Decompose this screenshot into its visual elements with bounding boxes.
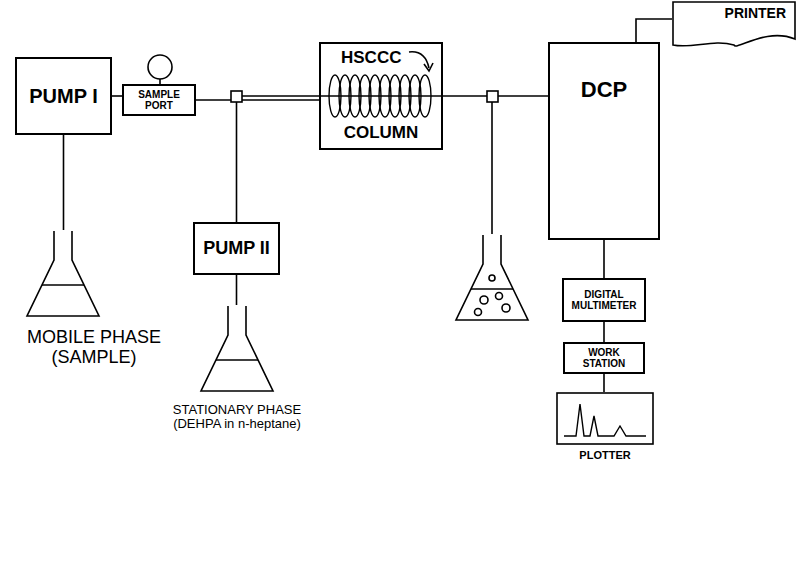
plotter-screen [556, 392, 654, 445]
coil-winding [419, 75, 431, 117]
reservoir-flask: STATIONARY PHASE (DEHPA in n-heptane) [150, 305, 324, 432]
liquid-level [42, 284, 84, 286]
reservoir-flask: MOBILE PHASE (SAMPLE) [2, 230, 186, 368]
caption-label: STATIONARY PHASE (DEHPA in n-heptane) [150, 403, 324, 432]
process-box: DCP [548, 42, 660, 240]
box-label: PRINTER [725, 6, 786, 21]
liquid-level [471, 288, 513, 290]
box-label: DIGITAL MULTIMETER [569, 289, 639, 311]
box-label: SAMPLE PORT [131, 89, 187, 111]
caption-label: PLOTTER [556, 449, 654, 461]
sample-loop [148, 55, 172, 79]
printer-paper [673, 2, 795, 46]
waste-flask [456, 235, 528, 320]
tubing-line [603, 240, 605, 278]
liquid-level [216, 359, 258, 361]
caption-label: MOBILE PHASE (SAMPLE) [2, 328, 186, 368]
process-box: PUMP II [193, 222, 280, 275]
process-box: HSCCC COLUMN [319, 42, 443, 150]
box-label: PUMP I [29, 85, 98, 107]
tee-junction [487, 91, 498, 102]
box-label: COLUMN [344, 124, 419, 143]
bubble [475, 309, 482, 316]
tee-junction [231, 91, 242, 102]
tubing-line [112, 95, 122, 97]
box-label: PUMP II [203, 239, 270, 259]
bubble [496, 293, 503, 300]
process-box: DIGITAL MULTIMETER [562, 278, 646, 322]
bubble [480, 296, 488, 304]
tubing-line [236, 275, 238, 305]
process-box: SAMPLE PORT [122, 84, 196, 116]
bubble [489, 275, 495, 281]
tubing-line [63, 135, 65, 230]
process-box: PUMP I [15, 57, 112, 135]
tubing-line [196, 99, 319, 101]
flask-outline [27, 231, 99, 316]
box-label: WORK STATION [569, 347, 639, 369]
bubble [502, 304, 510, 312]
flask-drawing [25, 230, 101, 318]
tubing-line [636, 19, 672, 42]
flask-outline [201, 306, 273, 391]
plotter-device: PLOTTER [556, 392, 654, 461]
tubing-line [603, 374, 605, 392]
tubing-line [237, 96, 320, 222]
flask-drawing [199, 305, 275, 393]
plotter-frame [557, 393, 653, 444]
tubing-line [603, 322, 605, 342]
waste-line [491, 96, 493, 234]
printer-device: PRINTER [672, 1, 796, 53]
chromatogram-trace [564, 404, 646, 436]
process-box: WORK STATION [563, 342, 645, 374]
rotation-arrowhead [424, 63, 433, 71]
box-label: DCP [581, 78, 627, 102]
flask-outline [456, 235, 528, 320]
box-label: HSCCC [341, 49, 401, 68]
